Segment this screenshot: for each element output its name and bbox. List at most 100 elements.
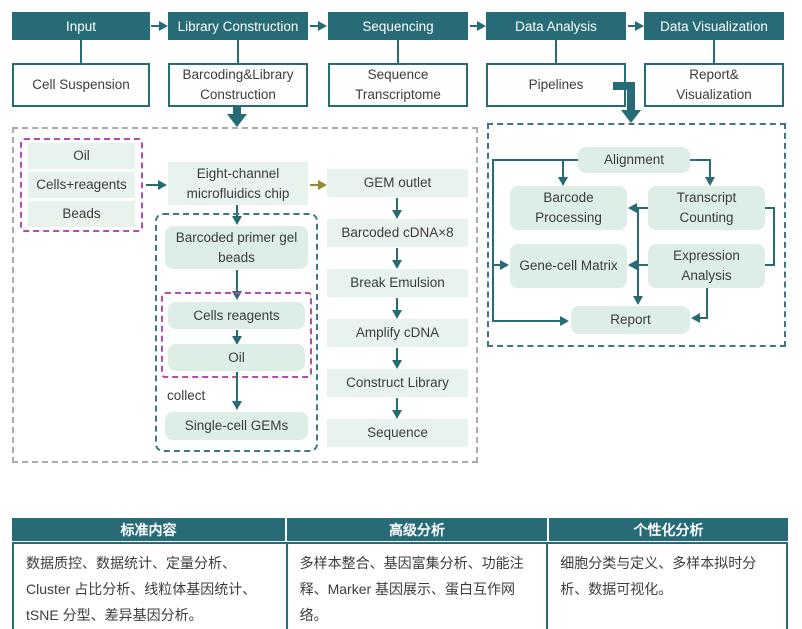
arrow-right-icon [635,21,644,31]
node-label: Sequence [367,425,428,441]
arrow-right-icon [500,260,509,270]
stage-label: Data Analysis [515,18,597,34]
stage-header-sequencing: Sequencing [328,12,468,40]
table-header-row: 标准内容 高级分析 个性化分析 [12,518,788,541]
connector-line [397,40,399,63]
connector-line [555,40,557,63]
arrow-down-icon [392,360,402,369]
connector-line [492,264,501,266]
arrow-line [628,25,637,27]
arrow-line [236,270,238,291]
node-cells-reagents-input: Cells+reagents [28,172,135,198]
node-barcode-processing: Barcode Processing [510,186,627,230]
subbox-label: Sequence Transcriptome [355,67,441,102]
arrow-down-icon [232,401,242,410]
arrow-down-icon [392,310,402,319]
arrow-line [236,330,238,337]
arrow-left-icon [628,260,637,270]
node-construct-library: Construct Library [327,369,468,397]
node-gem-outlet: GEM outlet [327,169,468,197]
analysis-content-table: 标准内容 高级分析 个性化分析 数据质控、数据统计、定量分析、Cluster 占… [12,518,788,629]
connector-line [709,159,711,178]
arrow-line [396,248,398,261]
arrow-right-icon [159,21,168,31]
node-sequence: Sequence [327,419,468,447]
stage-label: Data Visualization [660,18,768,34]
thick-arrow-shaft [627,82,635,111]
subbox-barcoding-library: Barcoding&Library Construction [168,63,308,107]
node-gene-cell-matrix: Gene-cell Matrix [510,244,627,288]
stage-label: Input [65,18,97,34]
subbox-report-visualization: Report& Visualization [644,63,784,107]
table-cell-standard: 数据质控、数据统计、定量分析、Cluster 占比分析、线粒体基因统计、tSNE… [14,544,288,629]
stage-header-data-visualization: Data Visualization [644,12,784,40]
arrow-down-icon [232,216,242,225]
arrow-line-olive [310,184,320,186]
arrow-right-icon [318,21,327,31]
arrow-right-icon [477,21,486,31]
node-label: Barcoded cDNA×8 [341,225,454,241]
node-label: Alignment [603,152,665,168]
thick-arrow-shaft [233,107,241,115]
node-transcript-counting: Transcript Counting [648,186,765,230]
arrow-down-icon [232,336,242,345]
stage-label: Sequencing [362,18,434,34]
subbox-label: Pipelines [528,77,584,93]
input-reagents-group [20,138,143,232]
connector-line [637,207,639,297]
connector-line [700,317,708,319]
arrow-line [470,25,479,27]
data-analysis-panel [487,123,786,347]
thick-arrow-down-icon [621,110,641,123]
arrow-down-icon [392,210,402,219]
connector-line [706,288,708,319]
node-label: Single-cell GEMs [184,418,289,434]
arrow-line [396,348,398,361]
node-single-cell-gems: Single-cell GEMs [165,412,308,440]
stage-header-data-analysis: Data Analysis [486,12,626,40]
arrow-left-icon [628,203,637,213]
node-label: Eight-channel microfluidics chip [186,165,290,201]
arrow-right-icon [560,316,569,326]
subbox-cell-suspension: Cell Suspension [12,63,150,107]
table-cell-advanced: 多样本整合、基因富集分析、功能注释、Marker 基因展示、蛋白互作网络。 [288,544,549,629]
arrow-left-icon [691,313,700,323]
node-label: Expression Analysis [673,248,740,283]
node-report: Report [571,306,690,334]
subbox-label: Report& Visualization [676,67,752,102]
arrow-down-icon [392,410,402,419]
node-label: Barcoded primer gel beads [175,229,298,265]
node-label: GEM outlet [363,175,432,191]
node-barcoded-cdna: Barcoded cDNA×8 [327,219,468,247]
arrow-line [236,205,238,217]
arrow-line [151,25,160,27]
connector-line [562,159,564,178]
node-label: Construct Library [346,375,449,391]
node-label: Beads [62,206,101,222]
node-label: Cells reagents [193,307,280,323]
connector-line [237,40,239,63]
connector-line [492,159,494,322]
table-body-row: 数据质控、数据统计、定量分析、Cluster 占比分析、线粒体基因统计、tSNE… [12,542,788,629]
thick-arrow-down-icon [227,114,247,127]
arrow-line [146,184,159,186]
arrow-down-icon [633,296,643,305]
arrow-line [310,25,319,27]
arrow-right-olive-icon [318,180,327,190]
arrow-line [396,398,398,411]
node-oil: Oil [28,143,135,169]
stage-header-input: Input [12,12,150,40]
subbox-label: Cell Suspension [32,77,130,93]
table-header-advanced: 高级分析 [287,518,549,541]
connector-line [773,207,775,266]
subbox-label: Barcoding&Library Construction [182,67,294,102]
connector-line [492,159,578,161]
node-microfluidics-chip: Eight-channel microfluidics chip [168,162,308,205]
node-label: Gene-cell Matrix [519,258,618,274]
node-label: Cells+reagents [36,177,127,193]
node-label: Report [610,312,651,328]
subbox-sequence-transcriptome: Sequence Transcriptome [328,63,468,107]
connector-line [765,207,775,209]
node-cells-reagents-emulsion: Cells reagents [168,302,305,329]
